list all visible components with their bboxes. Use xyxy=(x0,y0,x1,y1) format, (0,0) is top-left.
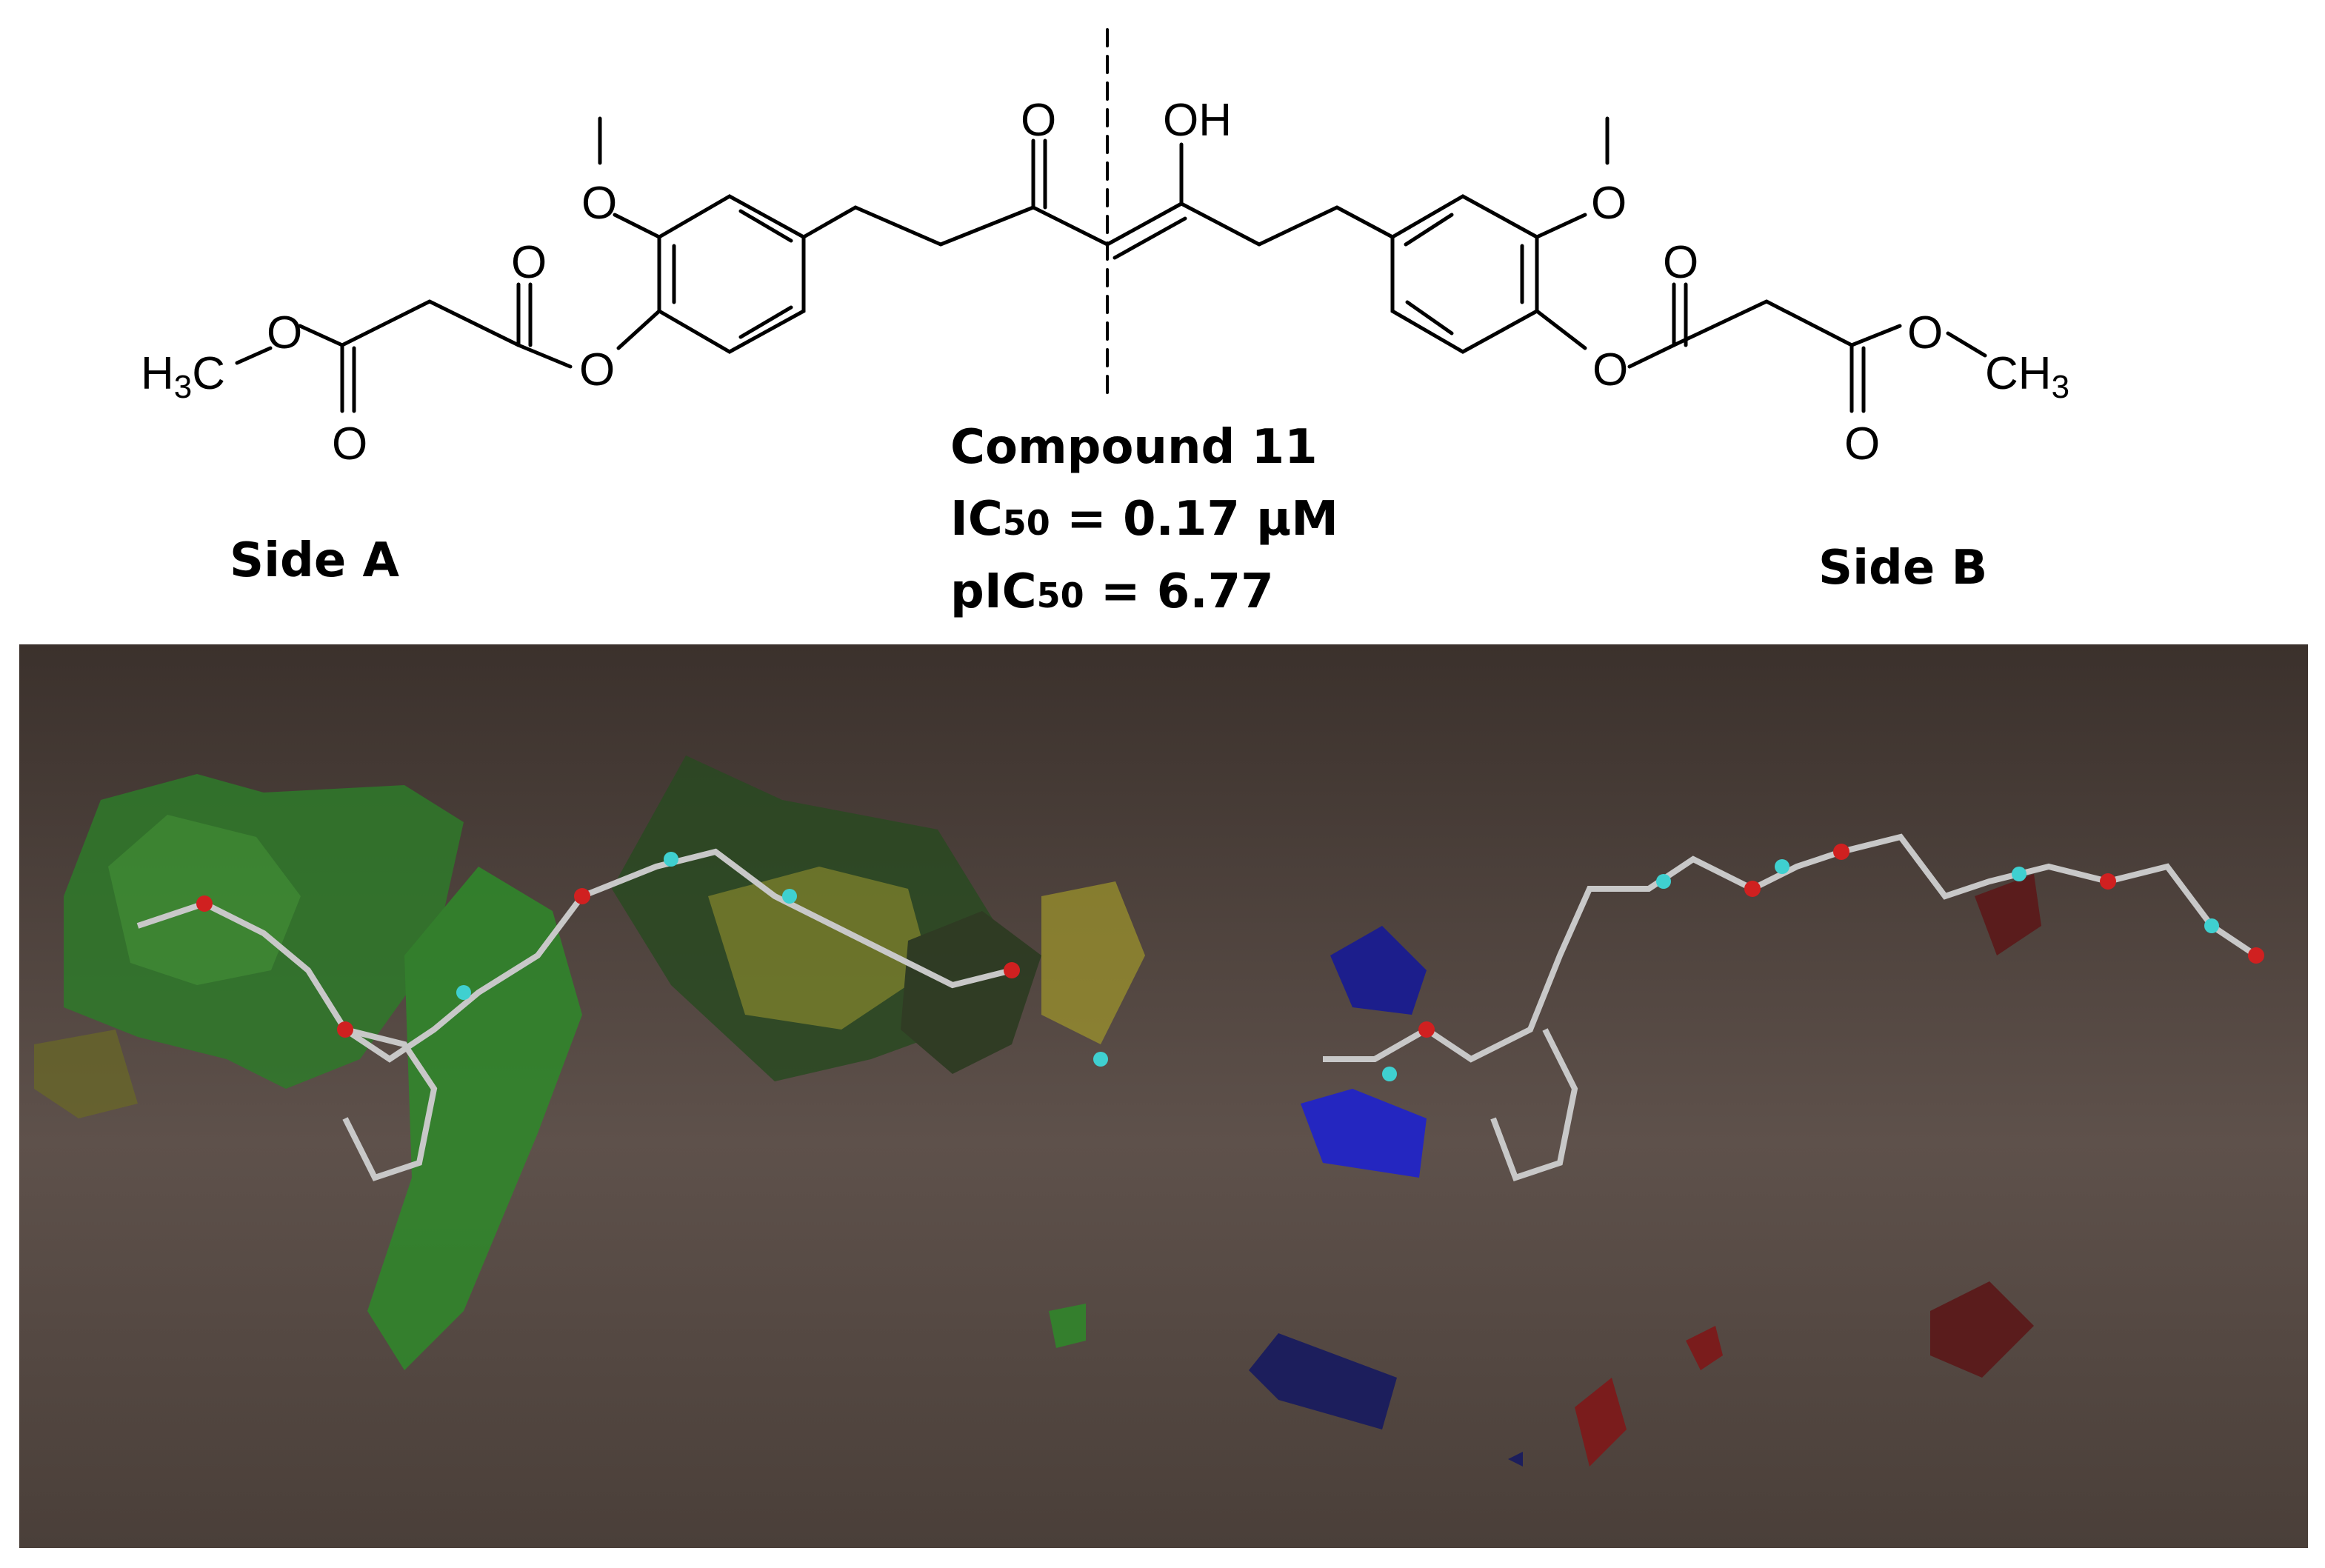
atom-label: O xyxy=(1844,418,1880,470)
compound-title: Compound 11 xyxy=(950,420,1318,475)
side-a-label: Side A xyxy=(230,533,400,588)
oxygen-markers xyxy=(196,844,2264,1038)
molecule-stick-model-right xyxy=(1323,833,2258,1182)
hydrogen-markers xyxy=(456,852,2219,1081)
steric-contours xyxy=(34,755,1145,1370)
ic50-label: IC50 = 0.17 μM xyxy=(950,492,1338,547)
side-b-label: Side B xyxy=(1818,541,1987,595)
pic50-label: pIC50 = 6.77 xyxy=(950,564,1274,619)
atom-label: O xyxy=(511,237,547,288)
atom-label: O xyxy=(1592,344,1628,396)
atom-label: O xyxy=(332,418,367,470)
atom-label: O xyxy=(579,344,615,396)
molecule-stick-model-left xyxy=(136,848,1013,1181)
contour-map-panel xyxy=(19,644,2308,1548)
atom-label: OH xyxy=(1163,95,1232,146)
contour-render xyxy=(34,755,2264,1467)
atom-label: O xyxy=(1663,237,1698,288)
chemical-structure-scheme: H3C O O O O O O OH O O O O O CH3 Compoun… xyxy=(141,28,2069,619)
electrostatic-contours xyxy=(1249,874,2041,1467)
atom-label: H3C xyxy=(141,348,225,405)
atom-label: O xyxy=(1591,178,1627,229)
atom-label: O xyxy=(1907,307,1943,358)
atom-label: O xyxy=(267,307,302,358)
atom-label: O xyxy=(1021,95,1056,146)
atom-label: CH3 xyxy=(1985,348,2069,405)
atom-label: O xyxy=(581,178,617,229)
